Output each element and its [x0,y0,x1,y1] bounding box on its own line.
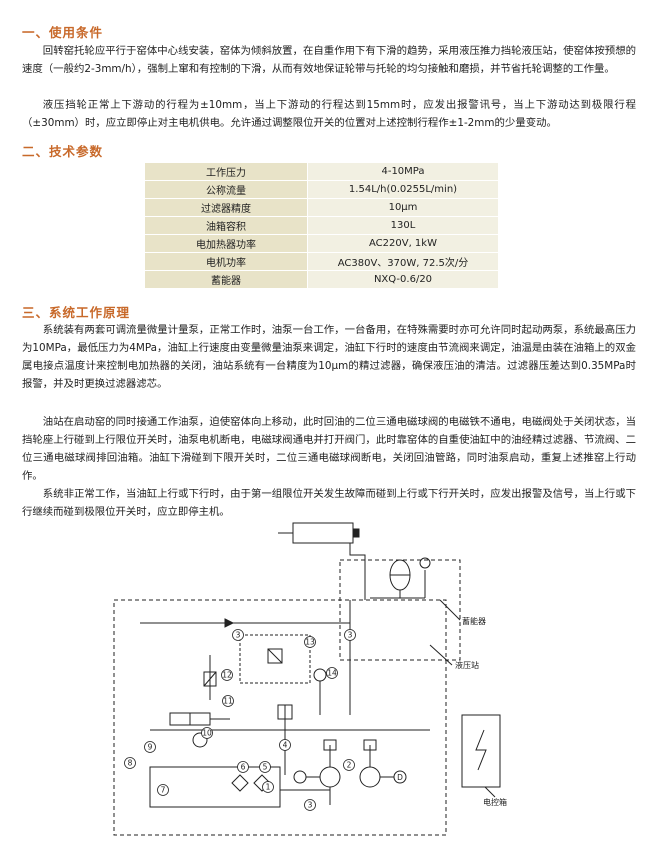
spec-value: 130L [307,216,499,235]
svg-text:2: 2 [347,761,352,770]
spec-key: 电机功率 [144,252,308,271]
pump-1-symbol [319,766,341,788]
hydraulic-cylinder [292,522,354,544]
component-number-11: 11 [222,695,234,707]
svg-text:3: 3 [236,631,241,640]
spec-value: NXQ-0.6/20 [307,270,499,289]
component-number-1: 1 [262,781,274,793]
usage-paragraph-1: 回转窑托轮应平行于窑体中心线安装，窑体为倾斜放置，在自重作用下有下滑的趋势，采用… [22,45,636,75]
svg-text:6: 6 [241,763,246,772]
spec-value: AC220V, 1kW [307,234,499,253]
principle-paragraph-2: 油站在启动窑的同时接通工作油泵，迫使窑体向上移动，此时回油的二位三通电磁球阀的电… [22,416,636,482]
svg-text:3: 3 [308,801,313,810]
label-control-box: 电控箱 [483,797,507,807]
spec-key: 过滤器精度 [144,198,308,217]
component-number-3: 3 [304,799,316,811]
svg-text:9: 9 [148,743,153,752]
component-number-12: 12 [221,669,233,681]
svg-text:13: 13 [305,638,315,647]
svg-text:5: 5 [263,763,268,772]
svg-text:1: 1 [266,783,271,792]
component-number-7: 7 [157,784,169,796]
usage-paragraph-2: 液压挡轮正常上下游动的行程为±10mm，当上下游动的行程达到15mm时，应发出报… [22,99,636,129]
station-boundary [113,599,447,836]
spec-value: AC380V、370W, 72.5次/分 [307,252,499,271]
component-number-9: 9 [144,741,156,753]
spec-value: 1.54L/h(0.0255L/min) [307,180,499,199]
svg-text:14: 14 [327,669,337,678]
motor-symbol: D [397,773,403,782]
spec-key: 公称流量 [144,180,308,199]
section-title-principle: 三、系统工作原理 [22,305,131,320]
svg-text:12: 12 [222,671,232,680]
svg-text:10: 10 [202,729,212,738]
svg-text:7: 7 [161,786,166,795]
svg-text:4: 4 [283,741,288,750]
oil-tank [149,766,281,808]
label-station: 液压站 [455,660,479,670]
component-number-3: 3 [232,629,244,641]
component-number-2: 2 [343,759,355,771]
component-number-8: 8 [124,757,136,769]
section-title-specs: 二、技术参数 [22,144,104,159]
section-title-usage: 一、使用条件 [22,25,104,40]
component-number-10: 10 [201,727,213,739]
spec-value: 4-10MPa [307,162,499,181]
component-number-13: 13 [304,636,316,648]
svg-text:3: 3 [348,631,353,640]
component-number-3: 3 [344,629,356,641]
spec-value: 10μm [307,198,499,217]
principle-paragraph-3: 系统非正常工作，当油缸上行或下行时，由于第一组限位开关发生故障而碰到上行或下行开… [22,488,636,518]
svg-text:11: 11 [223,697,233,706]
control-box [461,714,501,788]
component-number-4: 4 [279,739,291,751]
svg-text:8: 8 [128,759,133,768]
component-number-14: 14 [326,667,338,679]
principle-paragraph-1: 系统装有两套可调流量微量计量泵，正常工作时，油泵一台工作，一台备用，在特殊需要时… [22,324,636,390]
component-number-5: 5 [259,761,271,773]
label-accumulator: 蓄能器 [462,616,486,626]
spec-key: 油箱容积 [144,216,308,235]
pump-2-symbol [359,766,381,788]
spec-key: 工作压力 [144,162,308,181]
spec-key: 电加热器功率 [144,234,308,253]
spec-key: 蓄能器 [144,270,308,289]
component-number-6: 6 [237,761,249,773]
